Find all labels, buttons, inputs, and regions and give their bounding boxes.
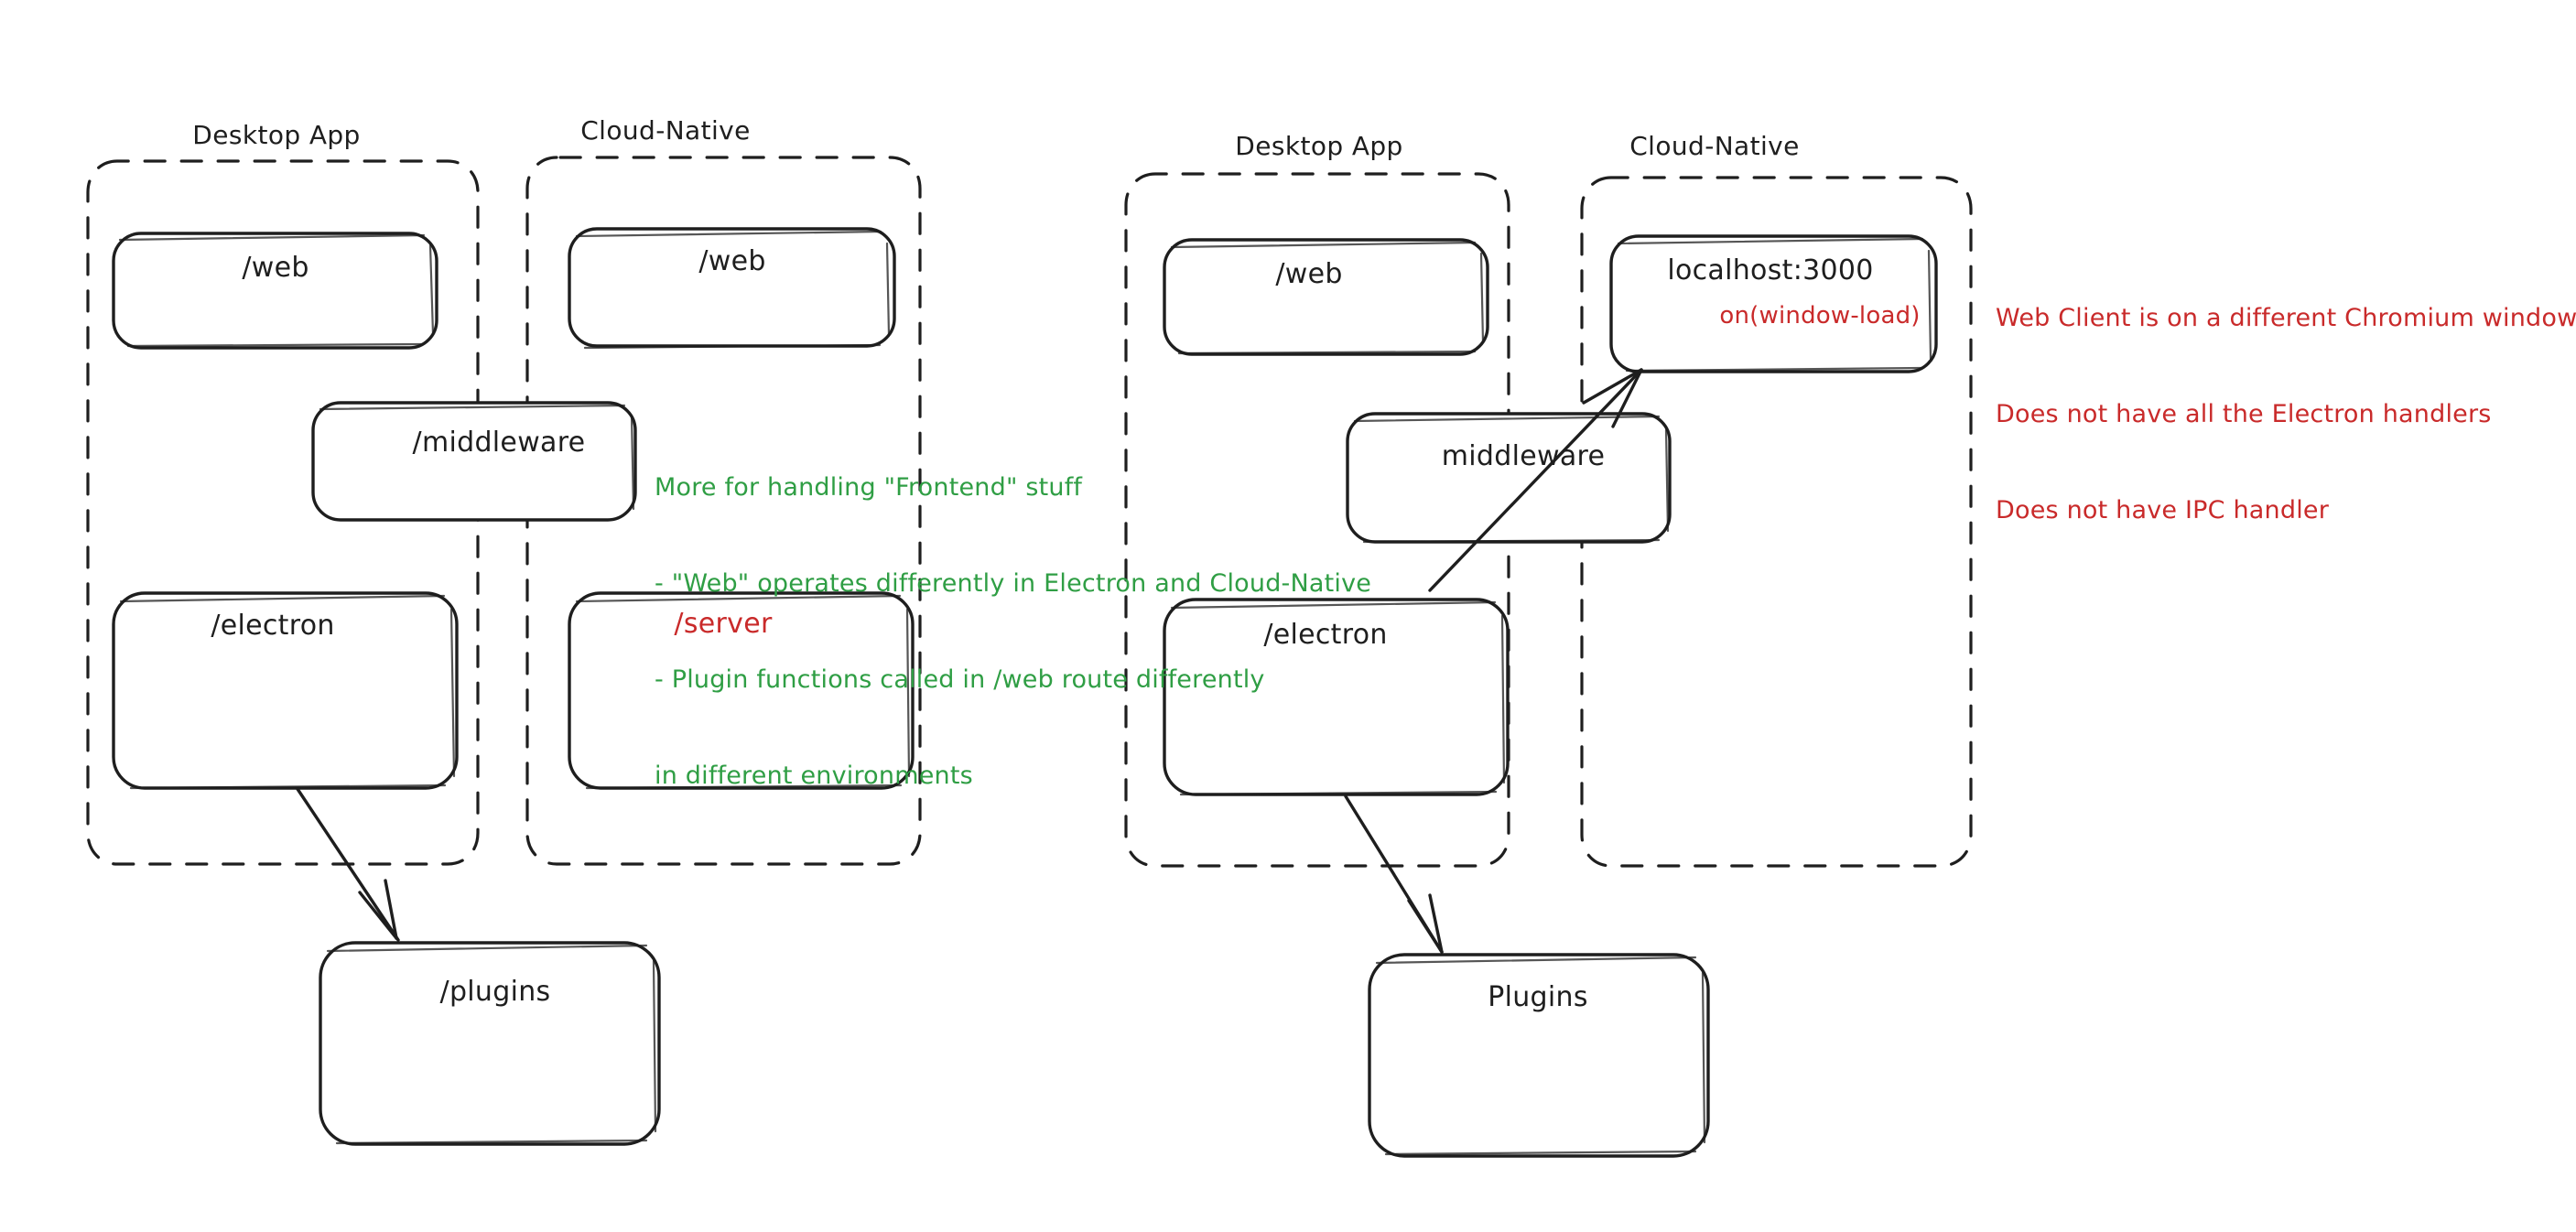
node-left-server[interactable] <box>568 591 915 790</box>
group-left-desktop-app <box>86 159 480 866</box>
node-left-plugins[interactable] <box>319 941 661 1146</box>
node-right-electron[interactable] <box>1163 598 1510 796</box>
group-left-cloud-native <box>525 156 922 866</box>
group-right-desktop-app <box>1124 172 1510 868</box>
node-right-desktop-web[interactable] <box>1163 238 1489 356</box>
node-left-electron[interactable] <box>112 591 459 790</box>
node-right-localhost[interactable] <box>1609 234 1938 373</box>
node-right-middleware[interactable] <box>1346 412 1672 544</box>
node-left-cloud-web[interactable] <box>568 227 896 350</box>
arrow-right-electron-to-plugins <box>1344 794 1444 954</box>
group-right-cloud-native <box>1580 176 1973 868</box>
node-left-middleware[interactable] <box>311 401 637 522</box>
arrow-left-electron-to-plugins <box>296 787 400 942</box>
node-left-desktop-web[interactable] <box>112 232 438 350</box>
arrow-right-electron-to-localhost <box>1428 368 1643 592</box>
node-right-plugins[interactable] <box>1368 953 1710 1158</box>
